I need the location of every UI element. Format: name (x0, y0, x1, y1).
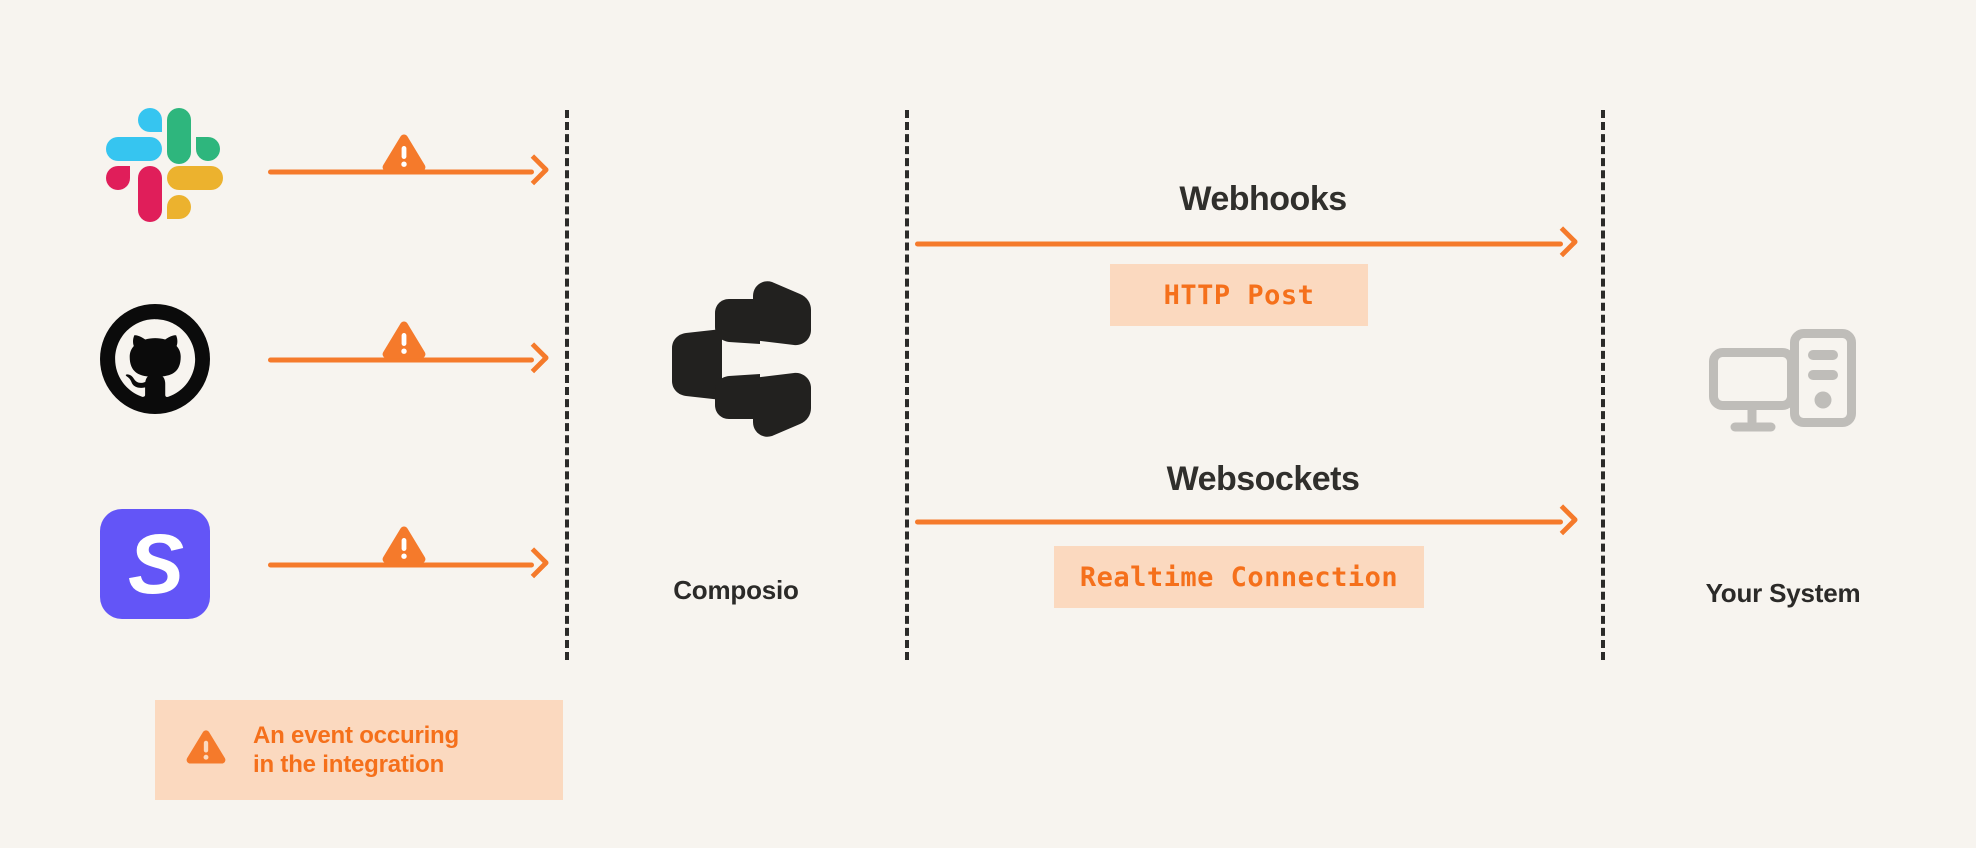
legend-box: An event occuring in the integration (155, 700, 563, 800)
channel-arrow-websockets (915, 502, 1579, 542)
arrow-shaft (268, 169, 534, 175)
divider-system (1601, 110, 1605, 660)
arrow-shaft (915, 241, 1563, 247)
arrow-shaft (268, 357, 534, 363)
divider-integrations (565, 110, 569, 660)
source-logo-github (96, 300, 214, 418)
legend-label: An event occuring in the integration (253, 721, 459, 778)
channel-arrow-webhooks (915, 224, 1579, 264)
warning-triangle-icon-slack (381, 133, 427, 175)
arrow-right-icon (518, 342, 550, 374)
divider-composio-left (905, 110, 909, 660)
your-system-label: Your System (1705, 578, 1861, 608)
arrow-shaft (915, 519, 1563, 525)
tag-realtime-connection: Realtime Connection (1054, 546, 1424, 608)
stripe-icon: S (100, 509, 210, 619)
arrow-right-icon (518, 154, 550, 186)
source-logo-stripe: S (96, 505, 214, 623)
arrow-shaft (268, 562, 534, 568)
composio-label: Composio (673, 575, 799, 605)
arrow-right-icon (1547, 504, 1579, 536)
warning-triangle-icon-github (381, 320, 427, 362)
arrow-right-icon (518, 547, 550, 579)
github-icon (100, 304, 210, 414)
arrow-right-icon (1547, 226, 1579, 258)
channel-title-webhooks: Webhooks (1179, 180, 1347, 218)
composio-logo-icon (660, 278, 812, 456)
tag-http-post: HTTP Post (1110, 264, 1368, 326)
event-arrow-slack (268, 152, 550, 192)
slack-icon (100, 104, 223, 222)
stripe-letter: S (127, 517, 184, 611)
source-logo-slack (96, 100, 223, 222)
warning-triangle-icon-legend (185, 729, 227, 772)
desktop-computer-icon (1708, 328, 1858, 438)
event-arrow-github (268, 340, 550, 380)
warning-triangle-icon-stripe (381, 525, 427, 567)
channel-title-websockets: Websockets (1166, 460, 1360, 498)
event-arrow-stripe (268, 545, 550, 585)
